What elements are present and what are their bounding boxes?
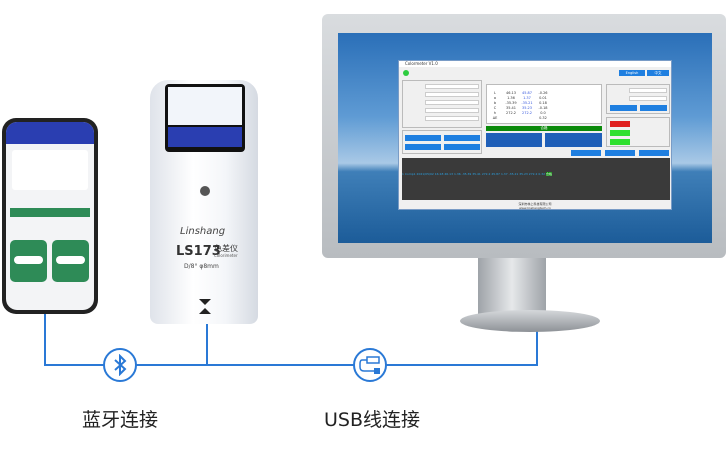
bluetooth-indicator-icon <box>200 186 210 196</box>
bluetooth-icon <box>103 348 137 382</box>
measure-sample-button[interactable] <box>52 240 89 282</box>
chinese-button[interactable]: 中文 <box>647 70 669 76</box>
measure-std-button[interactable] <box>486 133 542 147</box>
measure-sample-button[interactable] <box>545 133 602 147</box>
device-name-en: Colorimeter <box>214 253 238 258</box>
measure-standard-button[interactable] <box>10 240 47 282</box>
device-spec: D/8° φ8mm <box>184 263 219 270</box>
stats-group <box>606 117 670 147</box>
record-row[interactable]: 1 Comp1 2021/05/02 16:18 46.13 1.36 -35.… <box>402 172 553 176</box>
device-connector-line <box>206 323 208 366</box>
field <box>629 96 667 101</box>
total-count <box>610 139 630 145</box>
footer-url: www.linshangtech.cn <box>519 206 551 210</box>
device-brand: Linshang <box>180 226 226 237</box>
phone-values-table <box>12 150 88 190</box>
set-button[interactable] <box>610 105 637 111</box>
usb-label: USB线连接 <box>323 409 420 431</box>
import-button[interactable] <box>639 150 669 156</box>
field <box>629 88 667 93</box>
records-table: 1 Comp1 2021/05/02 16:18 46.13 1.36 -35.… <box>402 158 670 200</box>
read-button[interactable] <box>640 105 667 111</box>
monitor-connector-line <box>536 325 538 366</box>
result-bar: 合格 <box>486 126 602 131</box>
up-arrow-icon <box>199 308 211 314</box>
bottom-connector-line <box>44 364 538 366</box>
action-button[interactable] <box>405 144 441 150</box>
export-button[interactable] <box>605 150 635 156</box>
bluetooth-label: 蓝牙连接 <box>81 409 158 431</box>
field <box>425 84 479 89</box>
usb-icon <box>353 348 387 382</box>
down-arrow-icon <box>199 299 211 305</box>
phone-connector-line <box>44 313 46 366</box>
fail-count <box>610 121 630 127</box>
device-model: LS173 <box>176 244 221 259</box>
footer-company: 深圳市林上科技有限公司 <box>518 202 552 206</box>
device-info-group <box>402 80 482 128</box>
monitor-base <box>460 310 600 332</box>
window-title: Colormeter V1.0 <box>399 61 671 67</box>
action-button[interactable] <box>405 135 441 141</box>
action-button[interactable] <box>444 144 480 150</box>
monitor-stand <box>478 258 546 316</box>
field <box>425 92 479 97</box>
pass-bar <box>10 208 90 217</box>
device-name-cn: 色差仪 <box>214 244 238 253</box>
std-group <box>402 130 482 154</box>
pass-count <box>610 130 630 136</box>
field <box>425 116 479 121</box>
phone-screen <box>6 122 94 310</box>
english-button[interactable]: English <box>619 70 645 76</box>
clear-button[interactable] <box>571 150 601 156</box>
settings-group <box>606 84 670 114</box>
smartphone <box>2 118 98 314</box>
field <box>425 100 479 105</box>
device-screen <box>165 84 245 152</box>
field <box>425 108 479 113</box>
status-led <box>403 70 409 76</box>
action-button[interactable] <box>444 135 480 141</box>
app-header <box>6 122 94 144</box>
